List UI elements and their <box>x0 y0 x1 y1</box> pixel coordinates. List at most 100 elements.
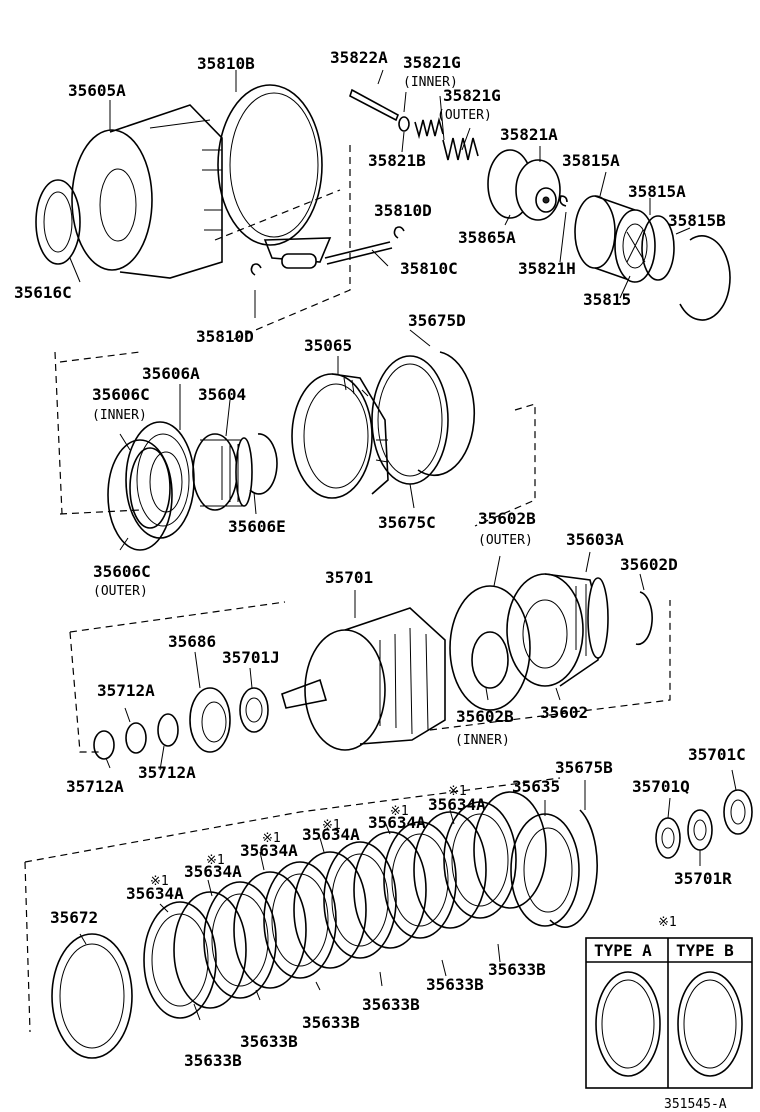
part-35821g-inner-spring <box>414 116 444 140</box>
section-clutch-pack-group <box>24 769 753 1089</box>
section-planetary-group <box>69 551 671 771</box>
part-35606e-snap-ring <box>249 433 278 495</box>
part-35675d-snap-ring <box>417 351 476 477</box>
label-outer-note-3: (OUTER) <box>93 584 148 599</box>
part-35686-washer <box>189 687 231 753</box>
label-35865a: 35865A <box>458 228 516 247</box>
note-mark-4: ※1 <box>322 818 341 833</box>
clutch-plate-stack <box>143 791 547 1019</box>
label-35712a-mid: 35712A <box>138 763 196 782</box>
label-35633b-1: 35633B <box>184 1051 242 1070</box>
label-35815a: 35815A <box>628 182 686 201</box>
label-35810c: 35810C <box>400 259 458 278</box>
label-35821g-outer: 35821G <box>443 86 501 105</box>
part-35701c-washer <box>723 789 753 835</box>
part-35602-hub <box>506 573 609 687</box>
label-35810d-lower: 35810D <box>196 327 254 346</box>
label-35065: 35065 <box>304 336 352 355</box>
label-35635: 35635 <box>512 777 560 796</box>
label-35675b: 35675B <box>555 758 613 777</box>
part-35606c-outer-seal <box>107 439 173 551</box>
label-35810d-upper: 35810D <box>374 201 432 220</box>
part-35815a-ring <box>641 215 675 281</box>
part-35606c-inner-seal <box>129 447 171 529</box>
label-35815: 35815 <box>583 290 631 309</box>
label-35634a-1: 35634A <box>126 884 184 903</box>
label-35821g-inner: 35821G <box>403 53 461 72</box>
label-35686: 35686 <box>168 632 216 651</box>
part-35701j-bearing <box>239 687 269 733</box>
part-35604-spring-retainer <box>192 433 253 511</box>
part-35821g-outer-spring <box>442 137 479 161</box>
part-35712a-ring-2 <box>125 722 147 754</box>
label-35604: 35604 <box>198 385 246 404</box>
label-outer-note: (OUTER) <box>437 108 492 123</box>
footer-code: 351545-A <box>664 1097 727 1112</box>
label-35672: 35672 <box>50 908 98 927</box>
label-35602d: 35602D <box>620 555 678 574</box>
part-35821b-ring <box>398 116 410 132</box>
note-mark-6: ※1 <box>448 784 467 799</box>
label-35634a-3: 35634A <box>240 841 298 860</box>
label-35602b-outer: 35602B <box>478 509 536 528</box>
note-mark-5: ※1 <box>390 804 409 819</box>
part-35606a-piston <box>125 421 195 539</box>
label-35633b-2: 35633B <box>240 1032 298 1051</box>
label-inner-note-3: (INNER) <box>455 733 510 748</box>
label-35634a-5: 35634A <box>368 813 426 832</box>
note-mark-3: ※1 <box>262 831 281 846</box>
label-type-a: TYPE A <box>594 941 652 960</box>
label-35701: 35701 <box>325 568 373 587</box>
section-clutch-drum-group <box>54 329 536 551</box>
label-35606c-inner: 35606C <box>92 385 150 404</box>
part-35701q-washer <box>655 817 681 859</box>
note-mark-2: ※1 <box>206 853 225 868</box>
label-35821a: 35821A <box>500 125 558 144</box>
label-35603a: 35603A <box>566 530 624 549</box>
label-35633b-5: 35633B <box>426 975 484 994</box>
label-inner-note-2: (INNER) <box>92 408 147 423</box>
note-mark-inset: ※1 <box>658 915 677 930</box>
part-35602b-inner-disc <box>471 631 509 689</box>
type-b-plate <box>677 971 743 1077</box>
label-outer-note-2: (OUTER) <box>478 533 533 548</box>
label-35606c-outer: 35606C <box>93 562 151 581</box>
part-35810d-clip-upper <box>393 226 405 239</box>
label-35602b-inner: 35602B <box>456 707 514 726</box>
part-35635-plate <box>510 813 580 927</box>
part-35810c-pin <box>324 241 393 265</box>
label-35606e: 35606E <box>228 517 286 536</box>
part-35605a-drum <box>71 104 223 279</box>
part-35672-pressure-plate <box>51 933 133 1059</box>
label-35605a: 35605A <box>68 81 126 100</box>
label-35606a: 35606A <box>142 364 200 383</box>
type-inset-box <box>585 937 753 1089</box>
part-35712a-ring-1 <box>93 730 115 760</box>
part-35822a-rod <box>349 88 400 122</box>
label-35822a: 35822A <box>330 48 388 67</box>
label-35675d: 35675D <box>408 311 466 330</box>
label-35810b: 35810B <box>197 54 255 73</box>
label-35602: 35602 <box>540 703 588 722</box>
label-35634a-4: 35634A <box>302 825 360 844</box>
part-35712a-ring-3 <box>157 713 179 747</box>
part-35821a-piston <box>515 159 561 221</box>
part-35815b-snap-ring <box>679 235 731 321</box>
part-35810d-clip-lower <box>250 263 262 276</box>
label-35712a-top: 35712A <box>97 681 155 700</box>
label-35701j: 35701J <box>222 648 280 667</box>
part-35616c-washer <box>35 179 81 265</box>
label-35821h: 35821H <box>518 259 576 278</box>
part-35065-drum <box>291 373 389 499</box>
label-35701r: 35701R <box>674 869 732 888</box>
label-inner-note: (INNER) <box>403 75 458 90</box>
label-35634a-2: 35634A <box>184 862 242 881</box>
part-35701-clutch-hub <box>281 607 446 751</box>
part-35810b-brake-band <box>217 84 332 269</box>
part-35821h-clip <box>559 195 568 207</box>
section-brake-band-group <box>35 69 731 341</box>
part-35602b-outer-disc <box>449 585 531 711</box>
label-35821b: 35821B <box>368 151 426 170</box>
label-35701c: 35701C <box>688 745 746 764</box>
part-35675c-ring <box>371 355 449 485</box>
